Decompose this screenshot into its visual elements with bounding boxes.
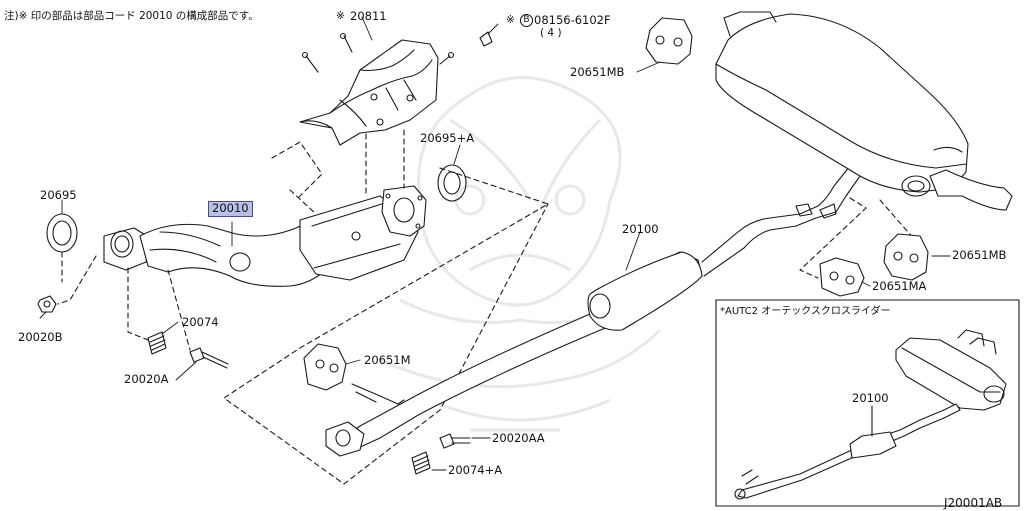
- bolt-quantity: ( 4 ): [540, 27, 562, 39]
- label-20010[interactable]: 20010: [208, 201, 253, 217]
- front-pipe-catalyst: [103, 185, 427, 287]
- label-20651m[interactable]: 20651M: [364, 353, 411, 367]
- ref-star: ※: [336, 10, 345, 22]
- nut-20020b: [37, 295, 57, 313]
- mount-20651mb-right: [883, 233, 929, 281]
- label-20020a[interactable]: 20020A: [124, 372, 169, 386]
- label-20695-a[interactable]: 20695+A: [420, 131, 475, 145]
- bolt-20020aa: [439, 433, 471, 449]
- bolt-20020a: [189, 347, 229, 369]
- label-20651ma[interactable]: 20651MA: [872, 279, 927, 293]
- leader-lines: [39, 16, 951, 471]
- inset-box: [715, 299, 1020, 507]
- bolt-star: ※: [506, 14, 515, 26]
- main-muffler: [715, 11, 1013, 211]
- heat-shield-bolts: [301, 31, 493, 73]
- inset-title: *AUTC2 オーテックスクロスライダー: [720, 306, 891, 317]
- bolt-b-mark: B: [520, 14, 533, 27]
- inset-label-20100[interactable]: 20100: [852, 391, 889, 405]
- label-20020b[interactable]: 20020B: [18, 330, 63, 344]
- spring-20074a: [411, 451, 431, 475]
- label-20074-a[interactable]: 20074+A: [448, 463, 503, 477]
- mount-20651mb-top: [645, 17, 693, 65]
- diagram-code: J20001AB: [944, 496, 1003, 510]
- diagram-note: 注)※ 印の部品は部品コード 20010 の構成部品です。: [4, 10, 259, 22]
- mount-20651ma: [819, 257, 865, 297]
- heat-shield: [299, 39, 439, 146]
- center-pipe: [325, 165, 861, 457]
- label-20651mb-right[interactable]: 20651MB: [952, 248, 1007, 262]
- label-20100[interactable]: 20100: [622, 222, 659, 236]
- label-20651mb-top[interactable]: 20651MB: [570, 65, 625, 79]
- label-20074[interactable]: 20074: [182, 315, 219, 329]
- label-08156-6102f[interactable]: 08156-6102F: [534, 13, 611, 27]
- gasket-left: [46, 213, 78, 253]
- spring-20074: [147, 331, 167, 355]
- label-20811[interactable]: 20811: [350, 9, 387, 23]
- gasket-right: [437, 164, 467, 202]
- dashed-leaders: [57, 129, 923, 485]
- mount-20651m: [303, 343, 347, 391]
- label-20020aa[interactable]: 20020AA: [492, 431, 545, 445]
- label-20695[interactable]: 20695: [40, 188, 77, 202]
